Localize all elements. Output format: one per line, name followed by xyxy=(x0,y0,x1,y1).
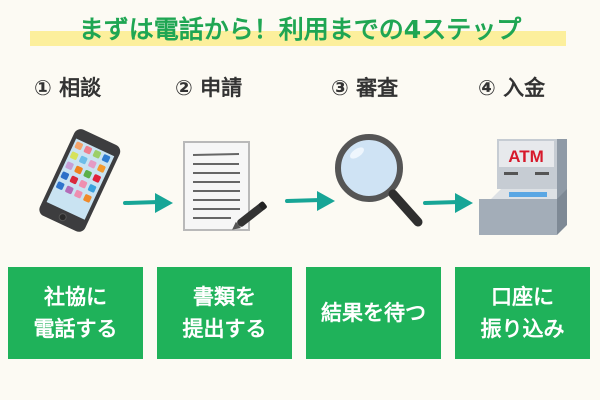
page-title: まずは電話から！利用までの4ステップ xyxy=(78,15,522,44)
atm-text: ATM xyxy=(508,147,544,166)
document-pen-icon xyxy=(183,141,267,231)
step-2-action-line-1: 書類を xyxy=(193,285,256,309)
step-4-label: ④ 入金 xyxy=(478,76,546,100)
title-highlight xyxy=(30,31,566,46)
arrow-right-icon xyxy=(123,193,173,213)
step-1-label: ① 相談 xyxy=(34,76,102,100)
atm-icon: ATM xyxy=(479,139,567,235)
step-4-action-line-1: 口座に xyxy=(491,285,554,309)
step-1-action-line-1: 社協に xyxy=(44,285,107,309)
arrow-right-icon xyxy=(423,193,473,213)
step-2-action-box: 書類を 提出する xyxy=(157,267,292,359)
magnifier-icon xyxy=(335,134,423,227)
step-4-action-line-2: 振り込み xyxy=(480,317,565,341)
step-2-label: ② 申請 xyxy=(175,76,243,100)
step-3-action-box: 結果を待つ xyxy=(306,267,441,359)
step-1-action-box: 社協に 電話する xyxy=(8,267,143,359)
title-banner: まずは電話から！利用までの4ステップ xyxy=(0,0,600,60)
step-3-action-line-1: 結果を待つ xyxy=(321,301,426,325)
arrow-right-icon xyxy=(285,191,335,211)
step-4-action-box: 口座に 振り込み xyxy=(455,267,590,359)
step-1-action-line-2: 電話する xyxy=(33,317,118,341)
smartphone-icon xyxy=(39,129,121,232)
step-2-action-line-2: 提出する xyxy=(182,317,267,341)
step-3-label: ③ 審査 xyxy=(331,76,399,100)
